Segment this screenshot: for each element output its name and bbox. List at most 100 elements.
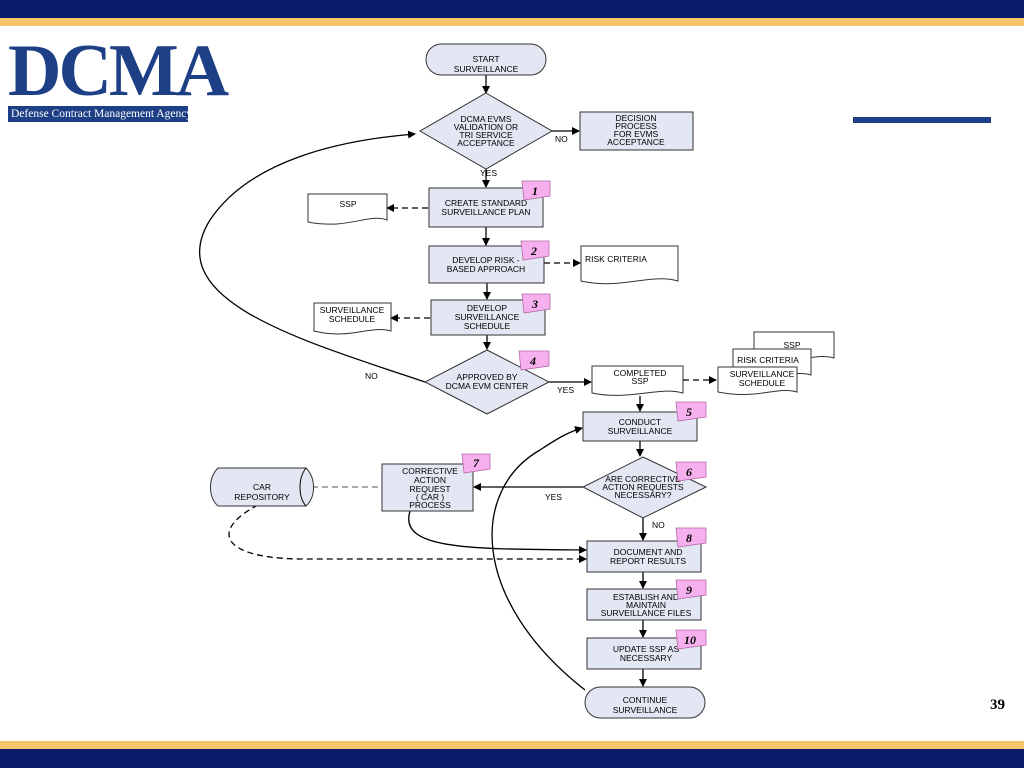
top-navy-band (0, 0, 1024, 18)
label-no-car: NO (652, 520, 665, 530)
svg-text:5: 5 (686, 405, 692, 419)
step-badge-6: 6 (675, 461, 707, 482)
step-badge-10: 10 (675, 629, 707, 650)
node-text: BASED APPROACH (447, 264, 525, 274)
label-no-approval: NO (365, 371, 378, 381)
node-text: FOR EVMS (614, 129, 659, 139)
node-text: CAR (253, 482, 271, 492)
node-text: DECISION (615, 113, 656, 123)
node-text: ( CAR ) (416, 492, 445, 502)
node-text: SCHEDULE (464, 321, 511, 331)
node-text: TRI SERVICE (459, 130, 513, 140)
step-badges: 1 2 3 4 5 6 7 8 (461, 180, 707, 650)
node-continue-surveillance: CONTINUE SURVEILLANCE (584, 686, 706, 719)
node-text: DEVELOP RISK - (452, 255, 520, 265)
node-text: RISK CRITERIA (585, 254, 647, 264)
node-text: CONTINUE (623, 695, 668, 705)
node-car-process: CORRECTIVE ACTION REQUEST ( CAR ) PROCES… (381, 463, 474, 512)
node-text: SURVEILLANCE PLAN (441, 207, 530, 217)
node-text: PROCESS (409, 500, 451, 510)
step-badge-8: 8 (675, 527, 707, 548)
svg-text:1: 1 (532, 184, 538, 198)
connector-labels: NO YES NO YES YES NO (365, 134, 665, 530)
node-decision-process: DECISION PROCESS FOR EVMS ACCEPTANCE (579, 111, 694, 151)
node-text: DCMA EVM CENTER (446, 381, 529, 391)
bottom-gold-band (0, 741, 1024, 749)
doc-completed-ssp: COMPLETED SSP (591, 365, 684, 396)
node-text: SURVEILLANCE FILES (601, 608, 692, 618)
node-text: SURVEILLANCE (730, 369, 795, 379)
logo-agency-name: Defense Contract Management Agency (8, 106, 192, 122)
decorative-bar (853, 117, 991, 123)
node-text: REQUEST (409, 484, 450, 494)
label-yes-approval: YES (557, 385, 574, 395)
node-text: SCHEDULE (329, 314, 376, 324)
svg-text:6: 6 (686, 465, 692, 479)
node-text: APPROVED BY (457, 372, 518, 382)
svg-text:7: 7 (473, 456, 480, 470)
svg-text:10: 10 (684, 633, 696, 647)
node-text: REPOSITORY (234, 492, 290, 502)
node-text: MAINTAIN (626, 600, 666, 610)
node-create-ssp: CREATE STANDARD SURVEILLANCE PLAN (428, 187, 544, 228)
node-text: NECESSARY? (614, 490, 671, 500)
node-text: SURVEILLANCE (608, 426, 673, 436)
node-text: SURVEILLANCE (613, 705, 678, 715)
node-text: SURVEILLANCE (455, 312, 520, 322)
node-text: ACCEPTANCE (607, 137, 665, 147)
step-badge-3: 3 (521, 293, 551, 314)
bottom-navy-band (0, 749, 1024, 768)
node-text: CORRECTIVE (402, 466, 458, 476)
node-text: SURVEILLANCE (454, 64, 519, 74)
doc-surveillance-schedule: SURVEILLANCE SCHEDULE (313, 302, 392, 335)
node-text: START (472, 54, 499, 64)
node-text: UPDATE SSP AS (613, 644, 680, 654)
node-text: DOCUMENT AND (614, 547, 683, 557)
node-text: ARE CORRECTIVE (605, 474, 681, 484)
node-start-surveillance: START SURVEILLANCE (425, 43, 547, 76)
node-text: CREATE STANDARD (445, 198, 527, 208)
step-badge-2: 2 (520, 240, 550, 261)
node-text: PROCESS (615, 121, 657, 131)
node-text: SCHEDULE (739, 378, 786, 388)
svg-text:2: 2 (530, 244, 537, 258)
node-text: ESTABLISH AND (613, 592, 679, 602)
node-text: SURVEILLANCE (320, 305, 385, 315)
step-badge-9: 9 (675, 579, 707, 600)
node-text: DCMA EVMS (460, 114, 511, 124)
label-no-decision: NO (555, 134, 568, 144)
node-approved-by-dcma: APPROVED BY DCMA EVM CENTER (423, 349, 551, 415)
svg-text:8: 8 (686, 531, 692, 545)
step-badge-7: 7 (461, 453, 491, 474)
doc-risk-criteria: RISK CRITERIA (580, 245, 679, 285)
label-yes-validation: YES (480, 168, 497, 178)
svg-text:3: 3 (531, 297, 538, 311)
node-text: SSP (783, 340, 800, 350)
node-car-repository: CAR REPOSITORY (210, 467, 314, 507)
label-yes-car: YES (545, 492, 562, 502)
node-text: NECESSARY (620, 653, 673, 663)
node-text: DEVELOP (467, 303, 507, 313)
page-number: 39 (990, 697, 1005, 713)
svg-text:4: 4 (529, 354, 536, 368)
node-develop-schedule: DEVELOP SURVEILLANCE SCHEDULE (430, 299, 546, 336)
node-text: VALIDATION OR (454, 122, 518, 132)
node-text: CONDUCT (619, 417, 662, 427)
node-text: ACCEPTANCE (457, 138, 515, 148)
doc-stack: SSP RISK CRITERIA SURVEILLANCE SCHEDULE (717, 331, 835, 395)
node-evms-validation: DCMA EVMS VALIDATION OR TRI SERVICE ACCE… (418, 92, 554, 170)
connectors (198, 75, 717, 691)
top-gold-band (0, 18, 1024, 26)
step-badge-5: 5 (675, 401, 707, 422)
node-text: ACTION (414, 475, 446, 485)
node-text: ACTION REQUESTS (602, 482, 684, 492)
svg-text:9: 9 (686, 583, 692, 597)
doc-ssp: SSP (307, 193, 388, 225)
node-text: SSP (339, 199, 356, 209)
step-badge-4: 4 (518, 350, 550, 371)
node-text: RISK CRITERIA (737, 355, 799, 365)
node-text: COMPLETED (614, 368, 667, 378)
node-text: REPORT RESULTS (610, 556, 686, 566)
step-badge-1: 1 (521, 180, 551, 201)
